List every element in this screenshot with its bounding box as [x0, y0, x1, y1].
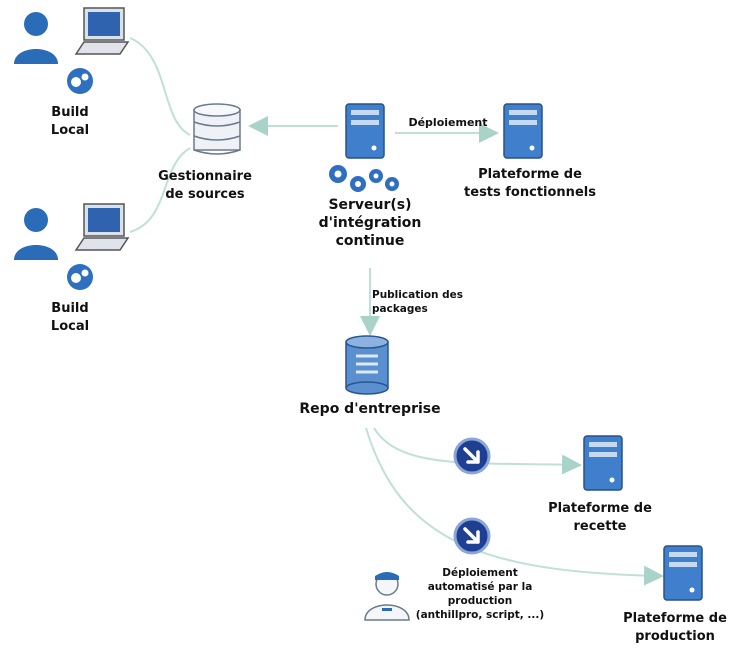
laptop-icon — [74, 7, 130, 55]
deploy-arrow-icon — [453, 437, 491, 475]
prod-operator-label-line4: (anthillpro, script, ...) — [415, 609, 545, 621]
laptop-icon — [74, 203, 130, 251]
recette-label-line1: Plateforme de — [548, 501, 652, 516]
prod-operator-label: Déploiement automatisé par la production… — [405, 566, 555, 622]
gears-icon — [67, 264, 93, 290]
functional-tests-label-line2: tests fonctionnels — [464, 185, 596, 200]
link-repo-recette — [373, 427, 582, 475]
gears-icon — [329, 165, 399, 192]
production-label: Plateforme de production — [615, 610, 735, 646]
dev2-label: Build Local — [40, 300, 100, 336]
server-icon — [583, 435, 623, 491]
dev1-label: Build Local — [40, 104, 100, 140]
ci-label-line1: Serveur(s) — [328, 197, 412, 213]
production-label-line1: Plateforme de — [623, 611, 727, 626]
server-icon — [503, 103, 543, 159]
gears-icon — [67, 68, 93, 94]
operator-icon — [364, 572, 410, 621]
prod-operator-label-line1: Déploiement — [442, 567, 518, 579]
scm-label-line2: de sources — [165, 187, 245, 202]
link-dev2-scm — [129, 147, 191, 233]
dev1-label-line1: Build — [51, 105, 89, 120]
link-dev1-scm — [129, 37, 191, 136]
repo-label: Repo d'entreprise — [299, 401, 441, 417]
server-icon — [663, 545, 703, 601]
repository-icon — [345, 335, 389, 395]
ci-label-line2: d'intégration — [318, 215, 422, 231]
dev2-label-line2: Local — [50, 319, 90, 334]
ci-label: Serveur(s) d'intégration continue — [305, 196, 435, 250]
functional-tests-label-line1: Plateforme de — [478, 167, 582, 182]
scm-label: Gestionnaire de sources — [145, 168, 265, 204]
scm-label-line1: Gestionnaire — [158, 169, 252, 184]
ci-label-line3: continue — [335, 233, 405, 249]
deploy-edge-label: Déploiement — [408, 116, 488, 129]
publish-edge-label-line1: Publication des — [372, 289, 464, 301]
dev2-label-line1: Build — [51, 301, 89, 316]
prod-operator-label-line3: production — [447, 595, 513, 607]
server-icon — [345, 103, 385, 159]
database-icon — [193, 103, 241, 155]
user-icon — [14, 208, 58, 260]
dev1-label-line2: Local — [50, 123, 90, 138]
recette-label: Plateforme de recette — [535, 500, 665, 536]
deploy-arrow-icon — [453, 517, 491, 555]
publish-edge-label: Publication des packages — [372, 288, 472, 316]
functional-tests-label: Plateforme de tests fonctionnels — [455, 166, 605, 202]
user-icon — [14, 12, 58, 64]
recette-label-line2: recette — [573, 519, 627, 534]
prod-operator-label-line2: automatisé par la — [427, 581, 533, 593]
production-label-line2: production — [635, 629, 715, 644]
publish-edge-label-line2: packages — [372, 303, 428, 315]
